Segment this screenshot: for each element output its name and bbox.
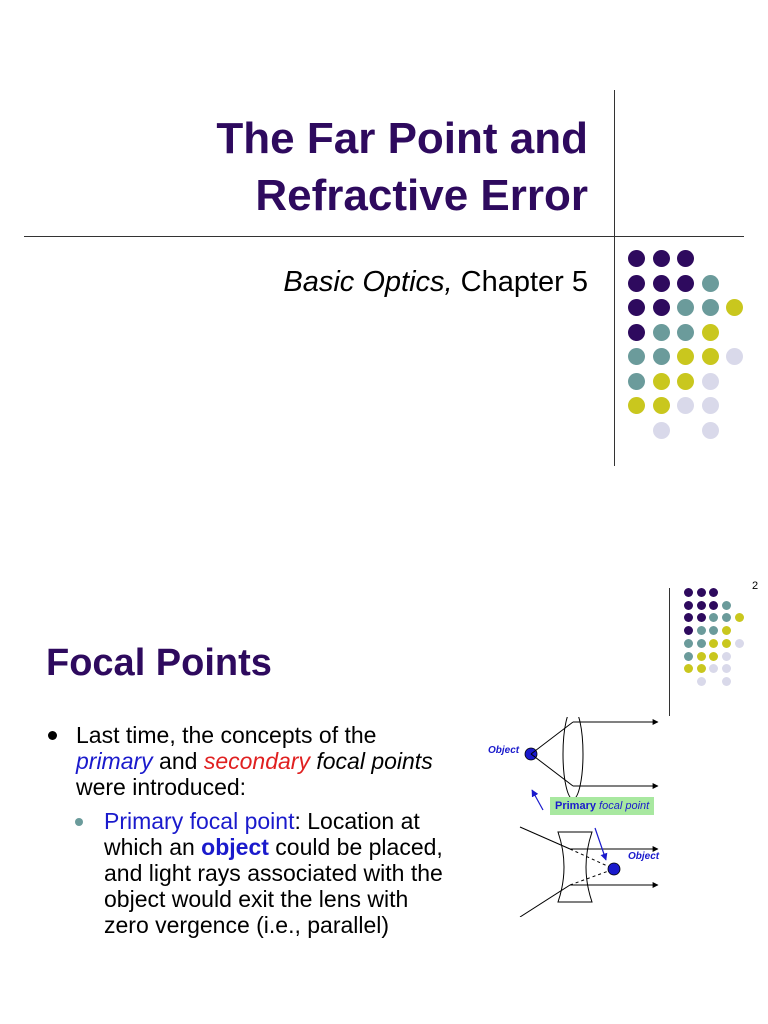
decorative-dot: [709, 588, 719, 597]
bullet-item: Last time, the concepts of the primary a…: [46, 722, 446, 800]
decorative-dot: [696, 676, 706, 686]
primary-focal-point-term: Primary focal point: [104, 808, 295, 834]
decorative-dot: [628, 372, 645, 390]
decorative-dot: [696, 626, 706, 636]
decorative-dot: [684, 664, 693, 674]
vertical-divider: [614, 90, 615, 466]
focal-point-diagram: Object Object Primary focal point: [480, 708, 680, 918]
bullet-text: and: [152, 748, 204, 774]
decorative-dot: [684, 613, 693, 623]
slide-title: Focal Points: [46, 642, 272, 684]
decorative-dot: [652, 348, 670, 365]
decorative-dot: [726, 348, 743, 365]
decorative-dot: [701, 421, 719, 439]
slide-1: The Far Point and Refractive Error Basic…: [24, 90, 744, 466]
decorative-dot: [628, 323, 645, 341]
decorative-dot: [684, 651, 693, 661]
subtitle-book: Basic Optics,: [283, 266, 453, 298]
decorative-dot: [722, 638, 732, 648]
decorative-dot: [722, 613, 732, 623]
decorative-dot: [696, 588, 706, 597]
decorative-dot: [652, 372, 670, 390]
decorative-dot: [709, 664, 719, 674]
decorative-dot: [701, 323, 719, 341]
decorative-dot: [652, 274, 670, 292]
convex-lens-icon: [562, 708, 584, 800]
lens-diagram-svg: [519, 708, 659, 918]
object-point-icon: [607, 862, 621, 876]
focal-box-bold: Primary: [555, 800, 596, 812]
concave-lens-icon: [557, 831, 593, 903]
decorative-dot: [722, 651, 732, 661]
decorative-dot: [652, 299, 670, 316]
decorative-dot: [652, 421, 670, 439]
bullet-text: Last time, the concepts of the: [76, 722, 377, 748]
decorative-dot: [734, 613, 744, 623]
horizontal-divider: [24, 236, 744, 237]
decorative-dot: [628, 274, 645, 292]
decorative-dot: [709, 651, 719, 661]
sub-bullet-item: Primary focal point: Location at which a…: [46, 808, 446, 938]
decorative-dot: [726, 299, 743, 316]
decorative-dot: [701, 348, 719, 365]
decorative-dot: [684, 638, 693, 648]
object-label: Object: [628, 851, 660, 862]
decorative-dot: [677, 274, 694, 292]
decorative-dot: [677, 348, 694, 365]
focal-box-italic: focal point: [595, 800, 650, 812]
decorative-dot: [628, 397, 645, 414]
object-term: object: [201, 834, 269, 860]
decorative-dot: [734, 638, 744, 648]
decorative-dot: [628, 299, 645, 316]
decorative-dot: [709, 600, 719, 610]
decorative-dot: [684, 626, 693, 636]
decorative-dot: [709, 638, 719, 648]
focal-points-term: focal points: [316, 748, 433, 774]
decorative-dot: [677, 323, 694, 341]
decorative-dot: [684, 588, 693, 597]
decorative-dot: [709, 613, 719, 623]
decorative-dot: [701, 397, 719, 414]
decorative-dot: [677, 299, 694, 316]
decorative-dot: [628, 250, 645, 267]
title-line-2: Refractive Error: [255, 171, 588, 220]
slide-title: The Far Point and Refractive Error: [28, 110, 588, 224]
decorative-dot: [652, 250, 670, 267]
decorative-dot: [684, 600, 693, 610]
decorative-dot: [696, 638, 706, 648]
decorative-dot: [701, 299, 719, 316]
decorative-dot: [677, 397, 694, 414]
decorative-dot: [709, 626, 719, 636]
object-label: Object: [488, 745, 520, 756]
decorative-dot: [722, 676, 732, 686]
secondary-term: secondary: [203, 748, 310, 774]
decorative-dot: [696, 600, 706, 610]
slide-subtitle: Basic Optics, Chapter 5: [28, 262, 588, 302]
decorative-dot: [628, 348, 645, 365]
decorative-dot: [696, 651, 706, 661]
decorative-dot: [677, 372, 694, 390]
bullet-text: : Location at which an: [104, 808, 420, 860]
decorative-dot: [701, 372, 719, 390]
decorative-dot: [701, 274, 719, 292]
decorative-dot: [652, 323, 670, 341]
decorative-dot: [677, 250, 694, 267]
primary-term: primary: [76, 748, 153, 774]
page-number: 2: [752, 580, 759, 592]
decorative-dot: [722, 600, 732, 610]
bullet-text: were introduced:: [76, 774, 247, 800]
slide-2: 2 Focal Points Last time, the concepts o…: [0, 512, 768, 1024]
decorative-dot: [696, 664, 706, 674]
decorative-dot: [696, 613, 706, 623]
bullet-list: Last time, the concepts of the primary a…: [46, 722, 446, 938]
primary-focal-point-label: Primary focal point: [550, 797, 655, 815]
decorative-dot: [722, 664, 732, 674]
decorative-dot: [652, 397, 670, 414]
bullet-text: could be placed, and light rays associat…: [104, 834, 443, 938]
vertical-divider: [669, 588, 670, 716]
subtitle-chapter: Chapter 5: [452, 266, 588, 298]
decorative-dot: [722, 626, 732, 636]
title-line-1: The Far Point and: [216, 114, 588, 163]
